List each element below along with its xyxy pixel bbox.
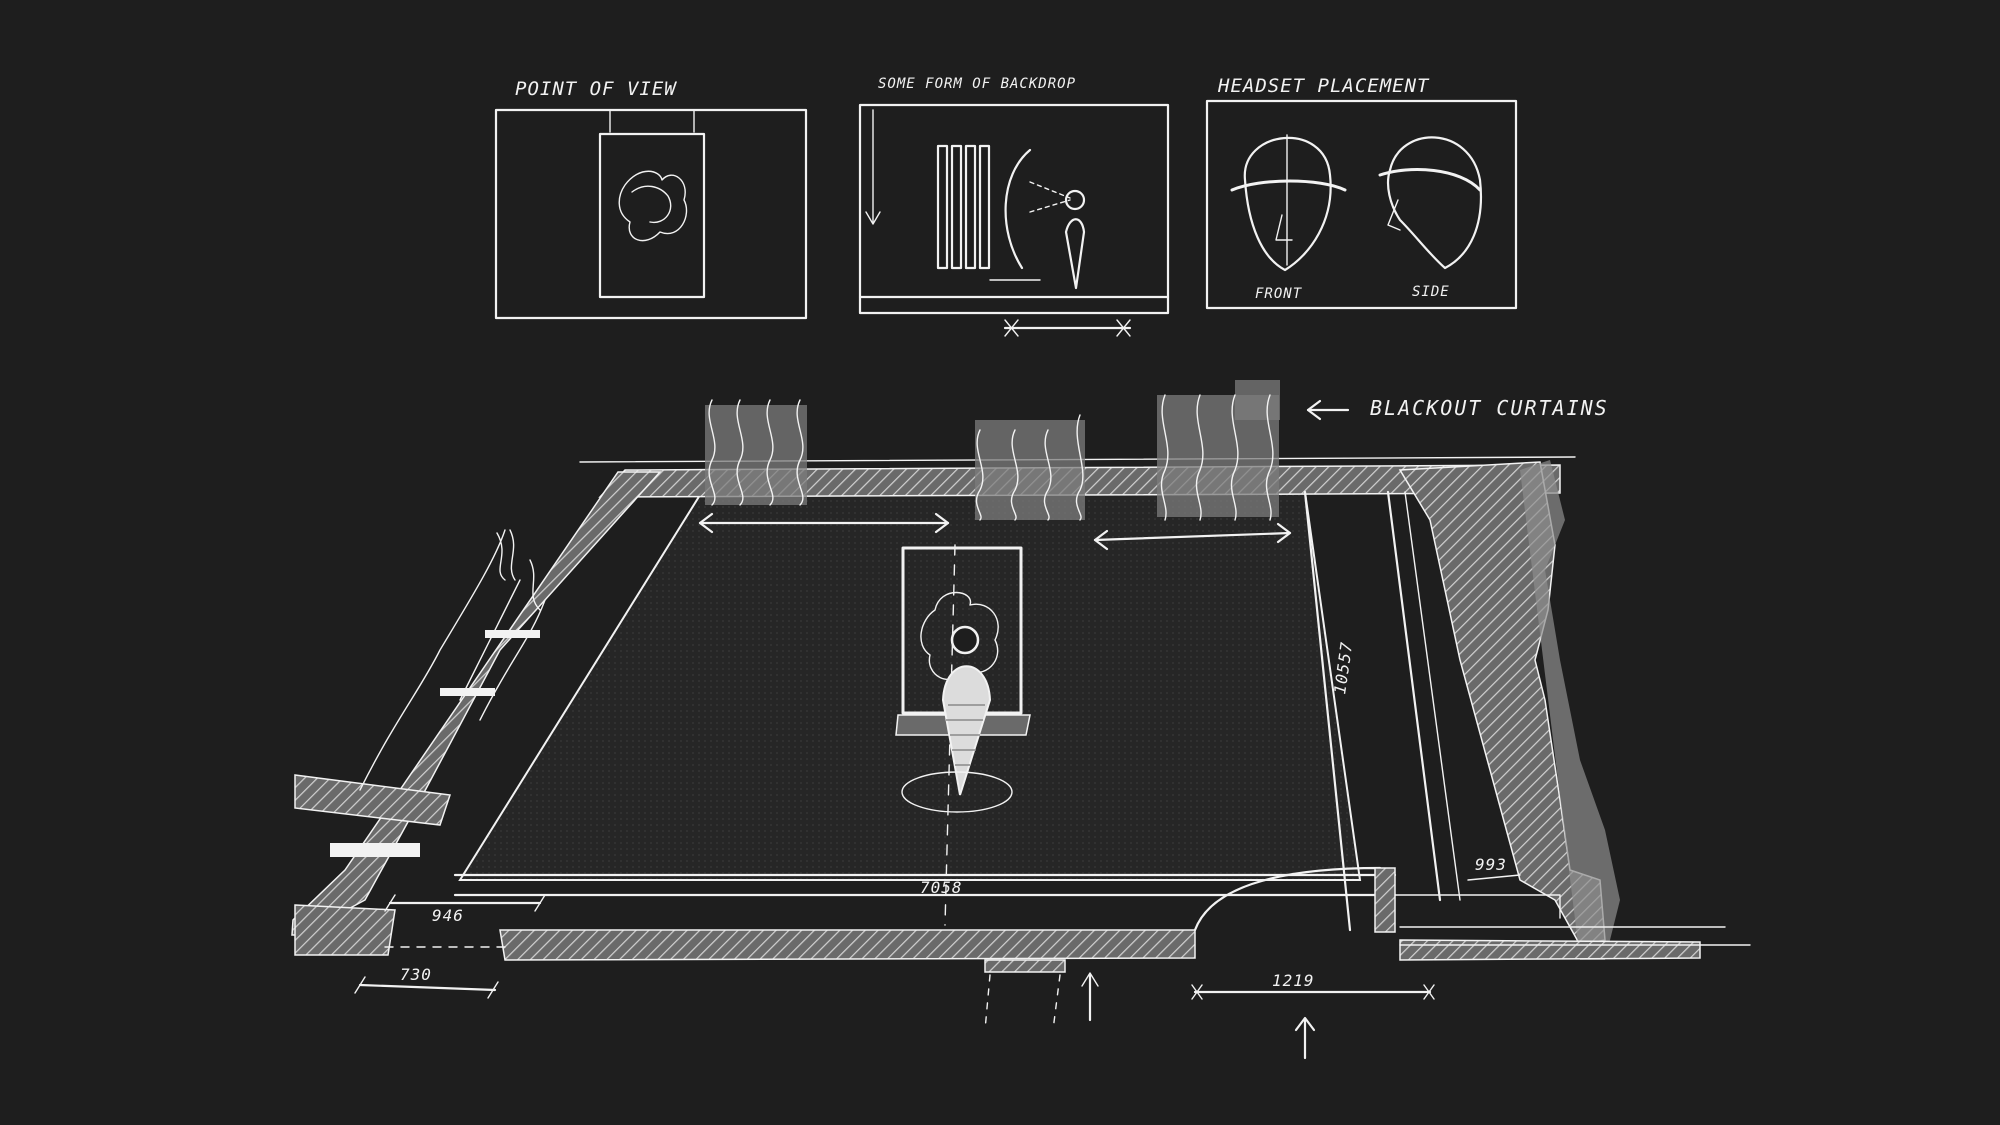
sketch-frame — [858, 103, 1170, 315]
dim-left-a-ticks — [384, 894, 546, 912]
inner-wall-line — [1386, 490, 1442, 902]
dim-left-a: 946 — [432, 906, 464, 925]
headset-band-side — [1378, 168, 1482, 192]
label-front: FRONT — [1255, 286, 1303, 302]
sketch-point-of-view: POINT OF VIEW — [494, 78, 808, 320]
sketch-frame — [1205, 99, 1518, 310]
floor-area — [458, 490, 1362, 881]
artwork-scribble — [631, 185, 672, 224]
head-nose — [1275, 214, 1293, 241]
sketch-backdrop: SOME FORM OF BACKDROP — [858, 76, 1170, 337]
blackout-curtains — [705, 380, 1280, 521]
dim-right-gap-line — [1467, 874, 1521, 881]
floor-plan: BLACKOUT CURTAINS 7058 10557 1219 993 94… — [291, 380, 1751, 1060]
person-body — [1064, 218, 1086, 290]
head-profile — [1387, 199, 1401, 231]
center-installation — [895, 544, 1031, 926]
curtain-travel-arrows — [698, 512, 1292, 551]
dim-depth: 10557 — [1330, 640, 1356, 695]
artwork-scribble — [920, 591, 999, 681]
door — [1193, 866, 1561, 933]
label-side: SIDE — [1412, 284, 1450, 300]
inner-wall-line — [1303, 490, 1352, 932]
sightline — [1029, 181, 1071, 199]
front-wall-left — [499, 929, 1196, 961]
artwork-scribble — [618, 170, 688, 242]
viewer-head — [950, 625, 980, 655]
front-wall-right — [1399, 939, 1701, 961]
dim-right-gap: 993 — [1475, 855, 1507, 874]
left-corner-wall — [294, 904, 396, 956]
sightline — [1029, 199, 1071, 213]
head-side — [1386, 136, 1482, 270]
left-window — [330, 529, 546, 857]
sketch-title-headset: HEADSET PLACEMENT — [1217, 75, 1430, 97]
curtains-pointer-head — [1306, 399, 1322, 421]
dimension-ticks — [1004, 319, 1131, 337]
sketch-headset: HEADSET PLACEMENT FRONT SIDE — [1205, 75, 1518, 310]
artwork-frame — [598, 132, 706, 299]
dim-left-b-ticks — [354, 976, 499, 999]
person-head — [1064, 189, 1086, 211]
viewer-body — [941, 665, 992, 796]
view-arc — [1004, 148, 1032, 270]
sketch-frame — [494, 108, 808, 320]
sketch-title-point-of-view: POINT OF VIEW — [515, 78, 677, 100]
viewer-circle — [901, 771, 1013, 813]
left-wall-stub — [294, 774, 451, 826]
entry-arrow-head — [1294, 1016, 1316, 1032]
label-blackout-curtains: BLACKOUT CURTAINS — [1370, 396, 1609, 420]
inner-wall-line — [1404, 491, 1461, 901]
headset-band-front — [1230, 179, 1347, 192]
right-wall-shadow — [1520, 460, 1620, 960]
head-front — [1243, 137, 1332, 272]
viewer-hatch — [946, 704, 985, 766]
sketch-title-backdrop: SOME FORM OF BACKDROP — [878, 76, 1076, 92]
dim-left-b: 730 — [400, 965, 432, 984]
backdrop-panels — [936, 144, 991, 270]
dim-door-ticks — [1191, 984, 1435, 1000]
dim-left-b-line — [358, 983, 497, 992]
dim-width: 7058 — [920, 878, 963, 897]
arrow-head — [865, 211, 881, 225]
dim-door: 1219 — [1272, 971, 1315, 990]
bottom-entry — [984, 959, 1099, 1031]
